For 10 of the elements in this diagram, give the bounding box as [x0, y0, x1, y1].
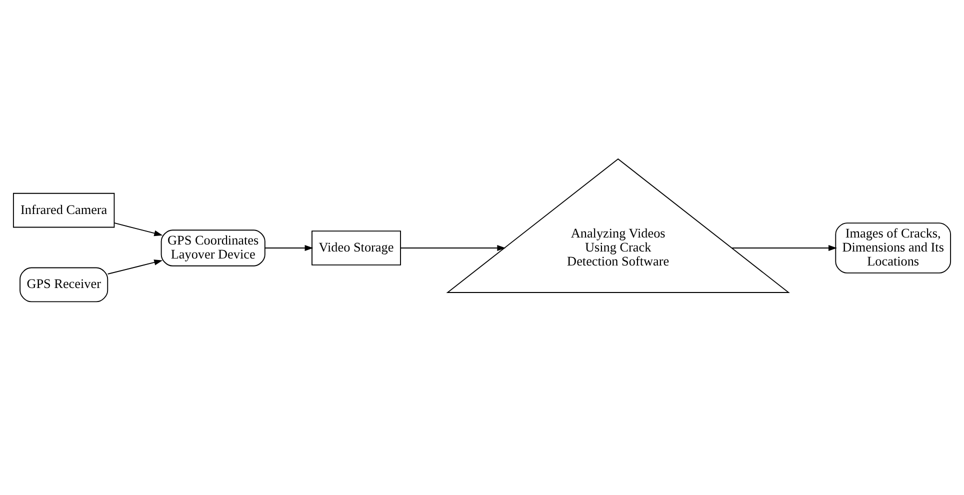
arrow	[114, 222, 163, 236]
node-box: Images of Cracks, Dimensions and Its Locations	[835, 222, 952, 273]
arrow	[264, 244, 314, 250]
arrow	[400, 244, 506, 250]
node-box: Video Storage	[312, 230, 401, 265]
arrow	[107, 259, 163, 274]
node-box: Infrared Camera	[12, 192, 115, 228]
node-box: GPS Receiver	[20, 266, 108, 302]
node-box: GPS Coordinates Layover Device	[160, 229, 266, 266]
arrow	[732, 244, 837, 250]
